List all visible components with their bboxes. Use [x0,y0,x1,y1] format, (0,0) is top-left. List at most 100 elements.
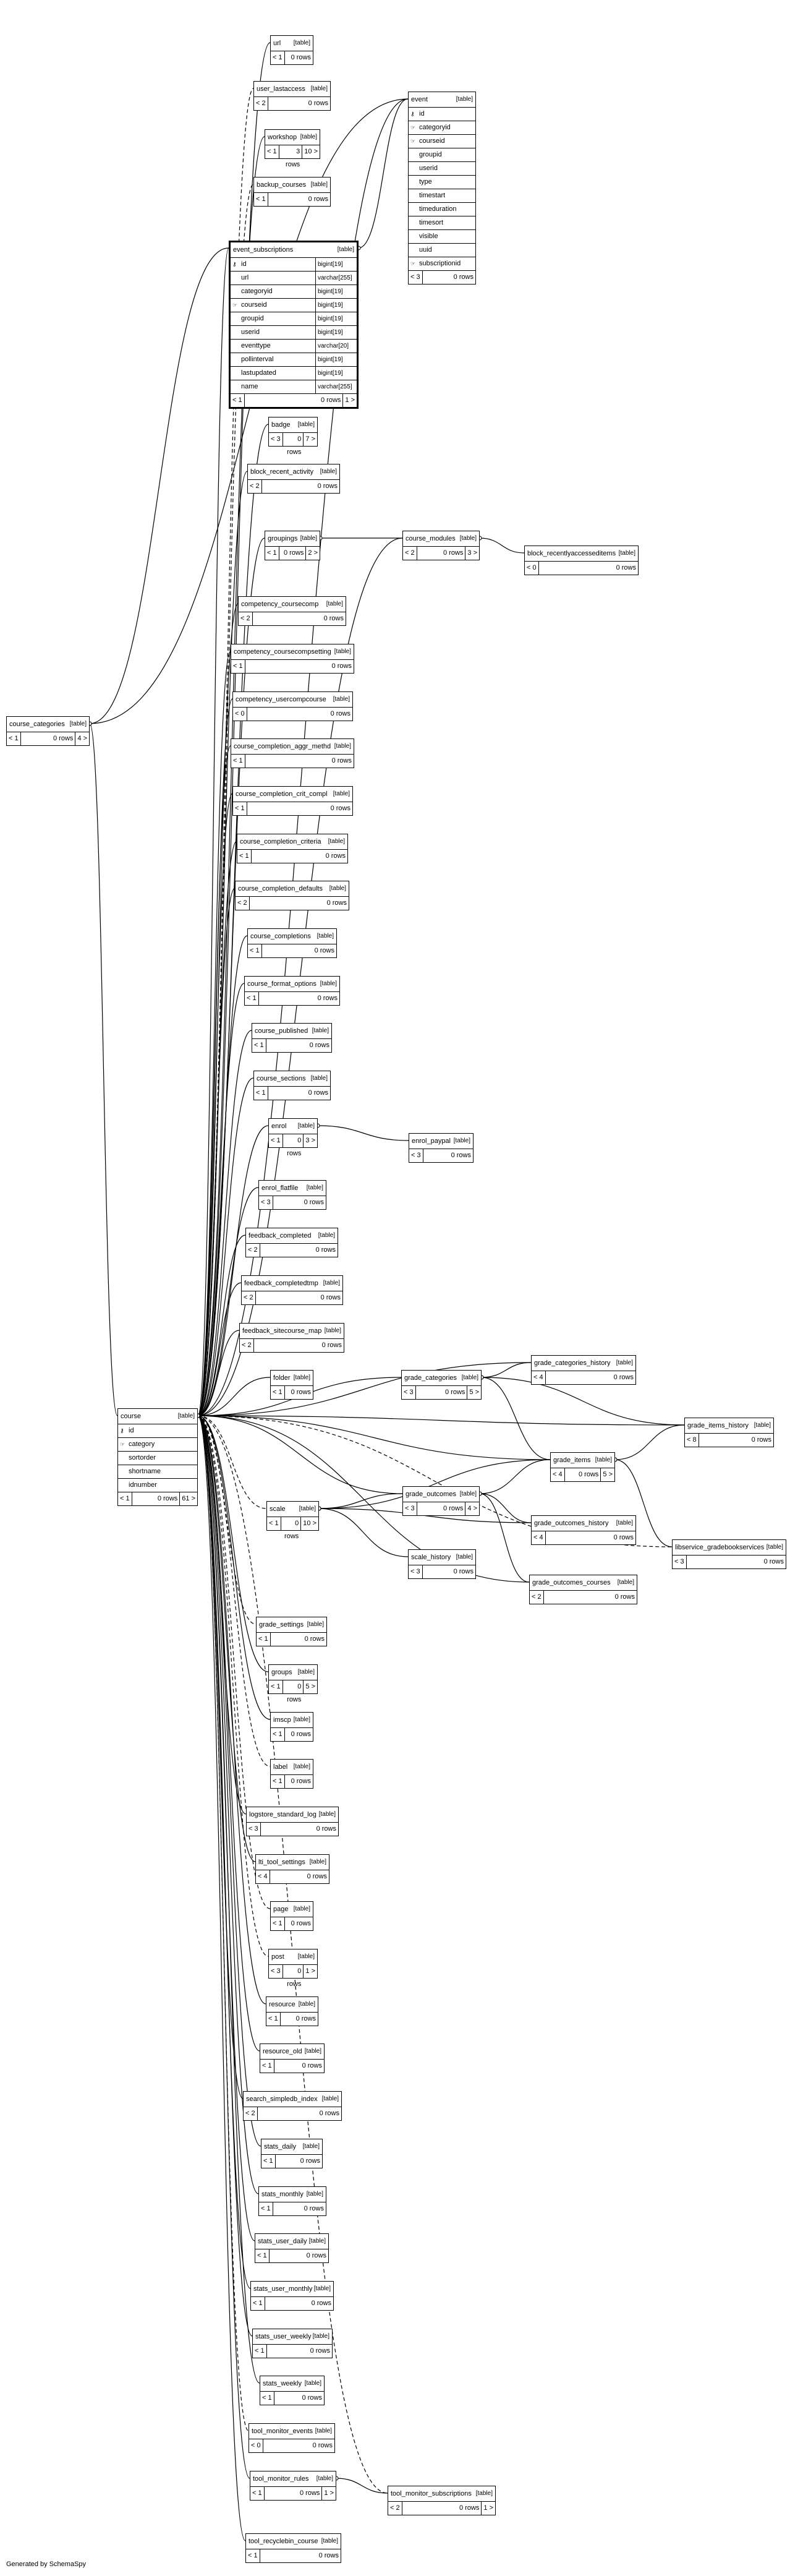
table-header: label[table] [271,1760,313,1775]
column-row: ☞subscriptionid [409,257,475,271]
edge-course-course_completion_aggr_methd [197,745,231,1416]
table-header: resource_old[table] [260,2044,324,2060]
table-kind-badge: [table] [318,1232,335,1239]
table-header: groupings[table] [265,531,320,547]
table-name: course_sections [257,1075,306,1082]
edge-course-grade_categories_history [197,1362,532,1416]
row-count: 0 rows [291,1731,311,1738]
edge-course-tool_recyclebin_course [197,1415,246,2541]
primary-key-icon: ⚷ [120,1427,124,1434]
row-count: 0 rows [331,662,352,670]
table-name: course_published [255,1027,308,1035]
row-count: 0 rows [283,1965,304,1988]
row-count: 0 rows [300,2157,320,2165]
table-name: course_format_options [247,980,316,988]
foreign-key-icon: ☞ [410,260,416,267]
table-kind-badge: [table] [475,2490,493,2497]
table-name: enrol_paypal [412,1137,451,1145]
column-name: timesort [419,219,444,226]
table-kind-badge: [table] [312,2333,329,2340]
column-name: url [241,274,249,281]
table-header: lti_tool_settings[table] [256,1855,329,1870]
table-kind-badge: [table] [595,1457,612,1463]
edge-grade_outcomes-grade_outcomes_courses [479,1493,530,1583]
table-name: enrol_flatfile [261,1184,299,1192]
table-kind-badge: [table] [318,1811,336,1818]
table-header: course_completions[table] [248,929,336,944]
table-kind-badge: [table] [293,1763,310,1770]
table-kind-badge: [table] [766,1544,783,1551]
table-header: competency_coursecomp[table] [239,597,346,612]
parents-count: < 0 [233,708,247,721]
table-name: course_completion_defaults [238,885,323,892]
